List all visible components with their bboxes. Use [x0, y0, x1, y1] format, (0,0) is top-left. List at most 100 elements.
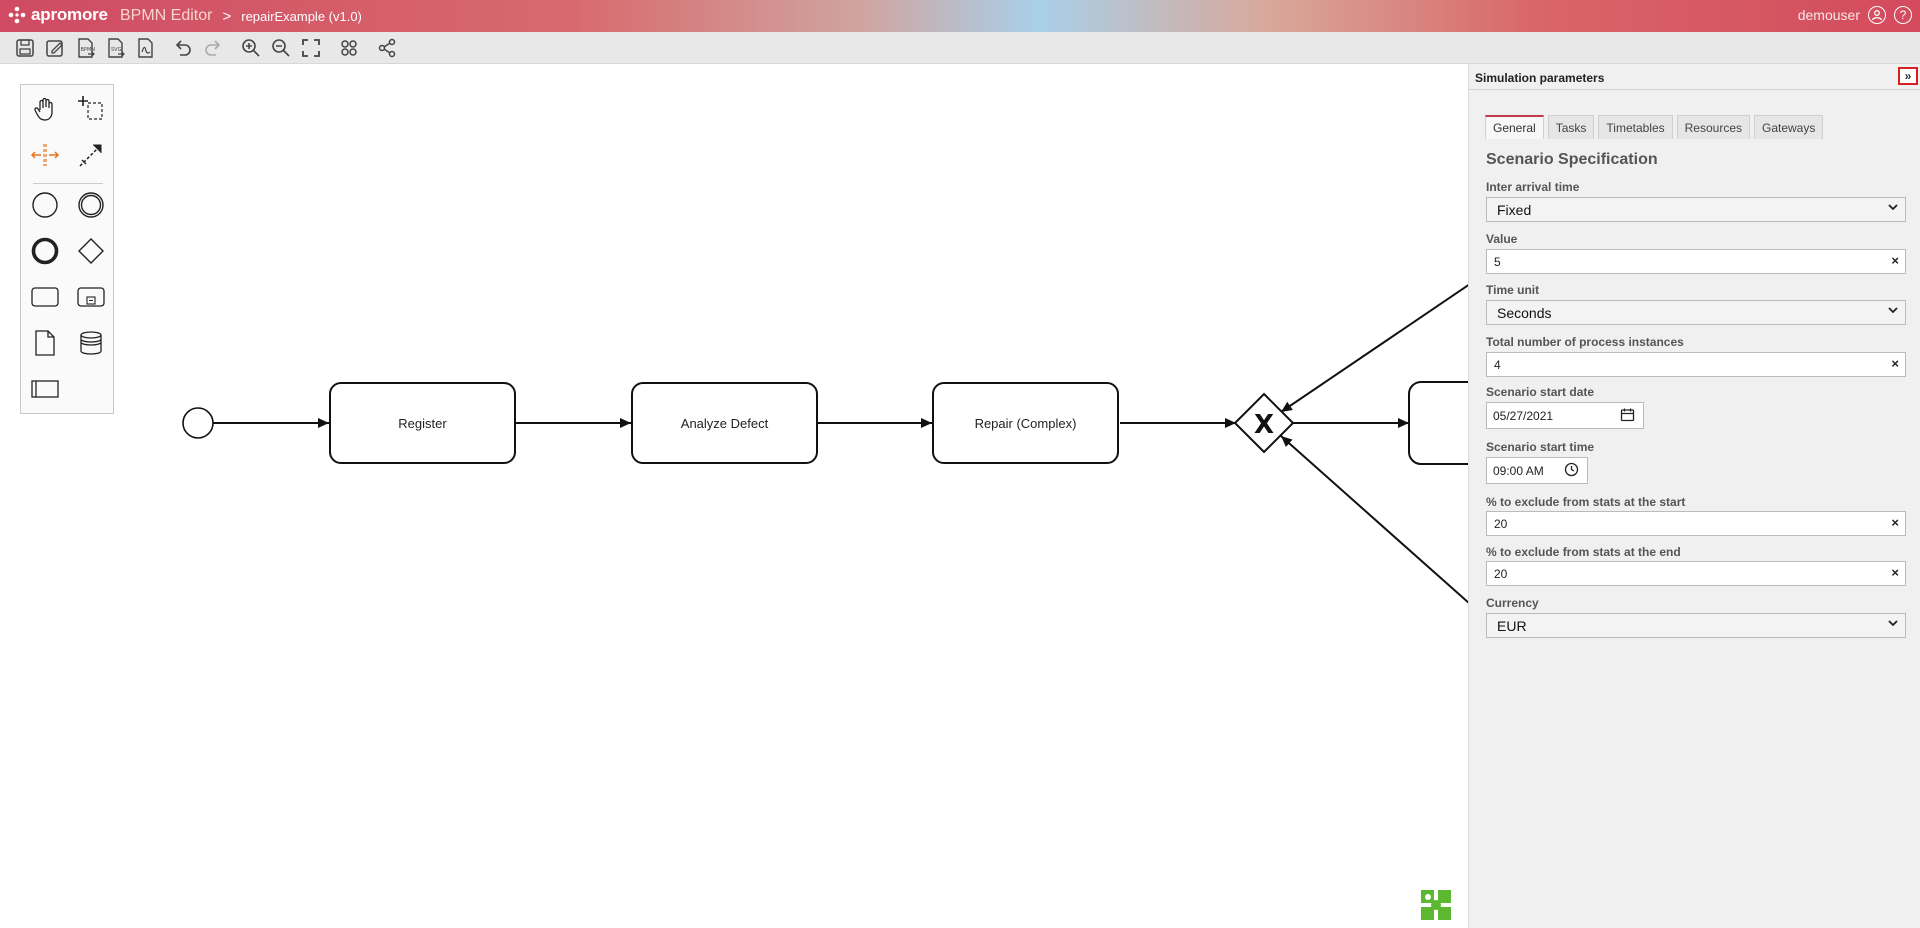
tab-tasks[interactable]: Tasks	[1547, 115, 1595, 139]
breadcrumb: BPMN Editor > repairExample (v1.0)	[120, 7, 362, 25]
fit-screen-icon[interactable]	[298, 36, 324, 60]
value-input[interactable]: 5 ×	[1486, 249, 1906, 274]
intermediate-event-icon[interactable]	[73, 187, 109, 223]
tab-general[interactable]: General	[1485, 115, 1544, 139]
time-unit-label: Time unit	[1486, 283, 1540, 297]
inter-arrival-value: Fixed	[1497, 202, 1532, 218]
help-icon[interactable]: ?	[1894, 6, 1912, 24]
bpmn-io-logo-icon[interactable]	[1420, 889, 1452, 921]
value-label: Value	[1486, 232, 1518, 246]
document-title: repairExample (v1.0)	[241, 8, 362, 24]
user-icon[interactable]	[1868, 6, 1886, 24]
palette-divider	[33, 183, 103, 184]
zoom-in-icon[interactable]	[238, 36, 264, 60]
start-date-text: 05/27/2021	[1493, 409, 1554, 423]
exclude-start-text: 20	[1494, 517, 1508, 531]
brand-name: apromore	[31, 5, 108, 24]
chevron-down-icon	[1887, 304, 1899, 319]
value-input-text: 5	[1494, 255, 1501, 269]
username[interactable]: demouser	[1797, 7, 1860, 23]
instances-label: Total number of process instances	[1486, 335, 1684, 349]
bpmn-diagram: X	[182, 284, 1468, 604]
sequence-flows	[212, 284, 1468, 604]
diagram-canvas[interactable]: X Register Analyze Defect Repair (Comple…	[0, 64, 1468, 928]
currency-label: Currency	[1486, 596, 1539, 610]
connect-tool-icon[interactable]	[73, 137, 109, 173]
lasso-tool-icon[interactable]	[73, 91, 109, 127]
exclude-end-input[interactable]: 20 ×	[1486, 561, 1906, 586]
chevron-down-icon	[1887, 617, 1899, 632]
start-date-label: Scenario start date	[1486, 385, 1595, 399]
task-analyze-defect[interactable]: Analyze Defect	[631, 382, 818, 464]
instances-input[interactable]: 4 ×	[1486, 352, 1906, 377]
task-icon[interactable]	[27, 279, 63, 315]
exclude-start-label: % to exclude from stats at the start	[1486, 495, 1686, 509]
export-svg-icon[interactable]: SVG	[102, 36, 128, 60]
gateway-symbol: X	[1254, 410, 1274, 440]
tab-timetables[interactable]: Timetables	[1598, 115, 1673, 139]
redo-icon[interactable]	[200, 36, 226, 60]
task-partial[interactable]	[1408, 381, 1468, 465]
tool-palette	[20, 84, 114, 414]
end-event-icon[interactable]	[27, 233, 63, 269]
editor-name: BPMN Editor	[120, 7, 213, 24]
clear-icon[interactable]: ×	[1891, 356, 1899, 371]
apromore-logo[interactable]: apromore	[8, 5, 108, 25]
breadcrumb-separator: >	[222, 7, 232, 25]
time-unit-value: Seconds	[1497, 305, 1552, 321]
task-repair-complex[interactable]: Repair (Complex)	[932, 382, 1119, 464]
undo-icon[interactable]	[170, 36, 196, 60]
gateway-icon[interactable]	[73, 233, 109, 269]
clock-icon[interactable]	[1564, 462, 1579, 480]
zoom-out-icon[interactable]	[268, 36, 294, 60]
simulation-panel: Simulation parameters » General Tasks Ti…	[1468, 64, 1920, 928]
export-pdf-icon[interactable]	[132, 36, 158, 60]
editor-toolbar: BPMN SVG	[0, 32, 1920, 64]
task-register[interactable]: Register	[329, 382, 516, 464]
time-unit-select[interactable]: Seconds	[1486, 300, 1906, 325]
export-bpmn-icon[interactable]: BPMN	[72, 36, 98, 60]
save-icon[interactable]	[12, 36, 38, 60]
pool-icon[interactable]	[27, 371, 63, 407]
exclude-start-input[interactable]: 20 ×	[1486, 511, 1906, 536]
currency-value: EUR	[1497, 618, 1527, 634]
currency-select[interactable]: EUR	[1486, 613, 1906, 638]
panel-header: Simulation parameters »	[1469, 64, 1920, 90]
top-bar: apromore BPMN Editor > repairExample (v1…	[0, 0, 1920, 32]
hand-tool-icon[interactable]	[27, 91, 63, 127]
exclusive-gateway[interactable]: X	[1233, 392, 1295, 454]
panel-tabs: General Tasks Timetables Resources Gatew…	[1485, 115, 1824, 139]
collapse-panel-button[interactable]: »	[1898, 67, 1918, 85]
svg-text:SVG: SVG	[111, 47, 122, 53]
data-store-icon[interactable]	[73, 325, 109, 361]
tab-resources[interactable]: Resources	[1676, 115, 1750, 139]
exclude-end-text: 20	[1494, 567, 1508, 581]
inter-arrival-label: Inter arrival time	[1486, 180, 1580, 194]
user-area: demouser ?	[1798, 6, 1912, 24]
clear-icon[interactable]: ×	[1891, 565, 1899, 580]
save-as-icon[interactable]	[42, 36, 68, 60]
space-tool-icon[interactable]	[27, 137, 63, 173]
start-event-icon[interactable]	[27, 187, 63, 223]
apromore-logo-icon	[8, 6, 26, 24]
instances-input-text: 4	[1494, 358, 1501, 372]
data-object-icon[interactable]	[27, 325, 63, 361]
clear-icon[interactable]: ×	[1891, 253, 1899, 268]
tab-gateways[interactable]: Gateways	[1754, 115, 1824, 139]
chevron-down-icon	[1887, 201, 1899, 216]
section-title: Scenario Specification	[1486, 151, 1658, 168]
start-time-label: Scenario start time	[1486, 440, 1595, 454]
share-icon[interactable]	[374, 36, 400, 60]
exclude-end-label: % to exclude from stats at the end	[1486, 545, 1681, 559]
start-event[interactable]	[182, 407, 214, 439]
svg-text:BPMN: BPMN	[81, 47, 96, 53]
start-time-text: 09:00 AM	[1493, 464, 1544, 478]
clear-icon[interactable]: ×	[1891, 515, 1899, 530]
simulation-icon[interactable]	[336, 36, 362, 60]
inter-arrival-select[interactable]: Fixed	[1486, 197, 1906, 222]
start-date-input[interactable]: 05/27/2021	[1486, 402, 1644, 429]
panel-title: Simulation parameters	[1475, 71, 1605, 85]
start-time-input[interactable]: 09:00 AM	[1486, 457, 1588, 484]
calendar-icon[interactable]	[1620, 407, 1635, 425]
subprocess-icon[interactable]	[73, 279, 109, 315]
